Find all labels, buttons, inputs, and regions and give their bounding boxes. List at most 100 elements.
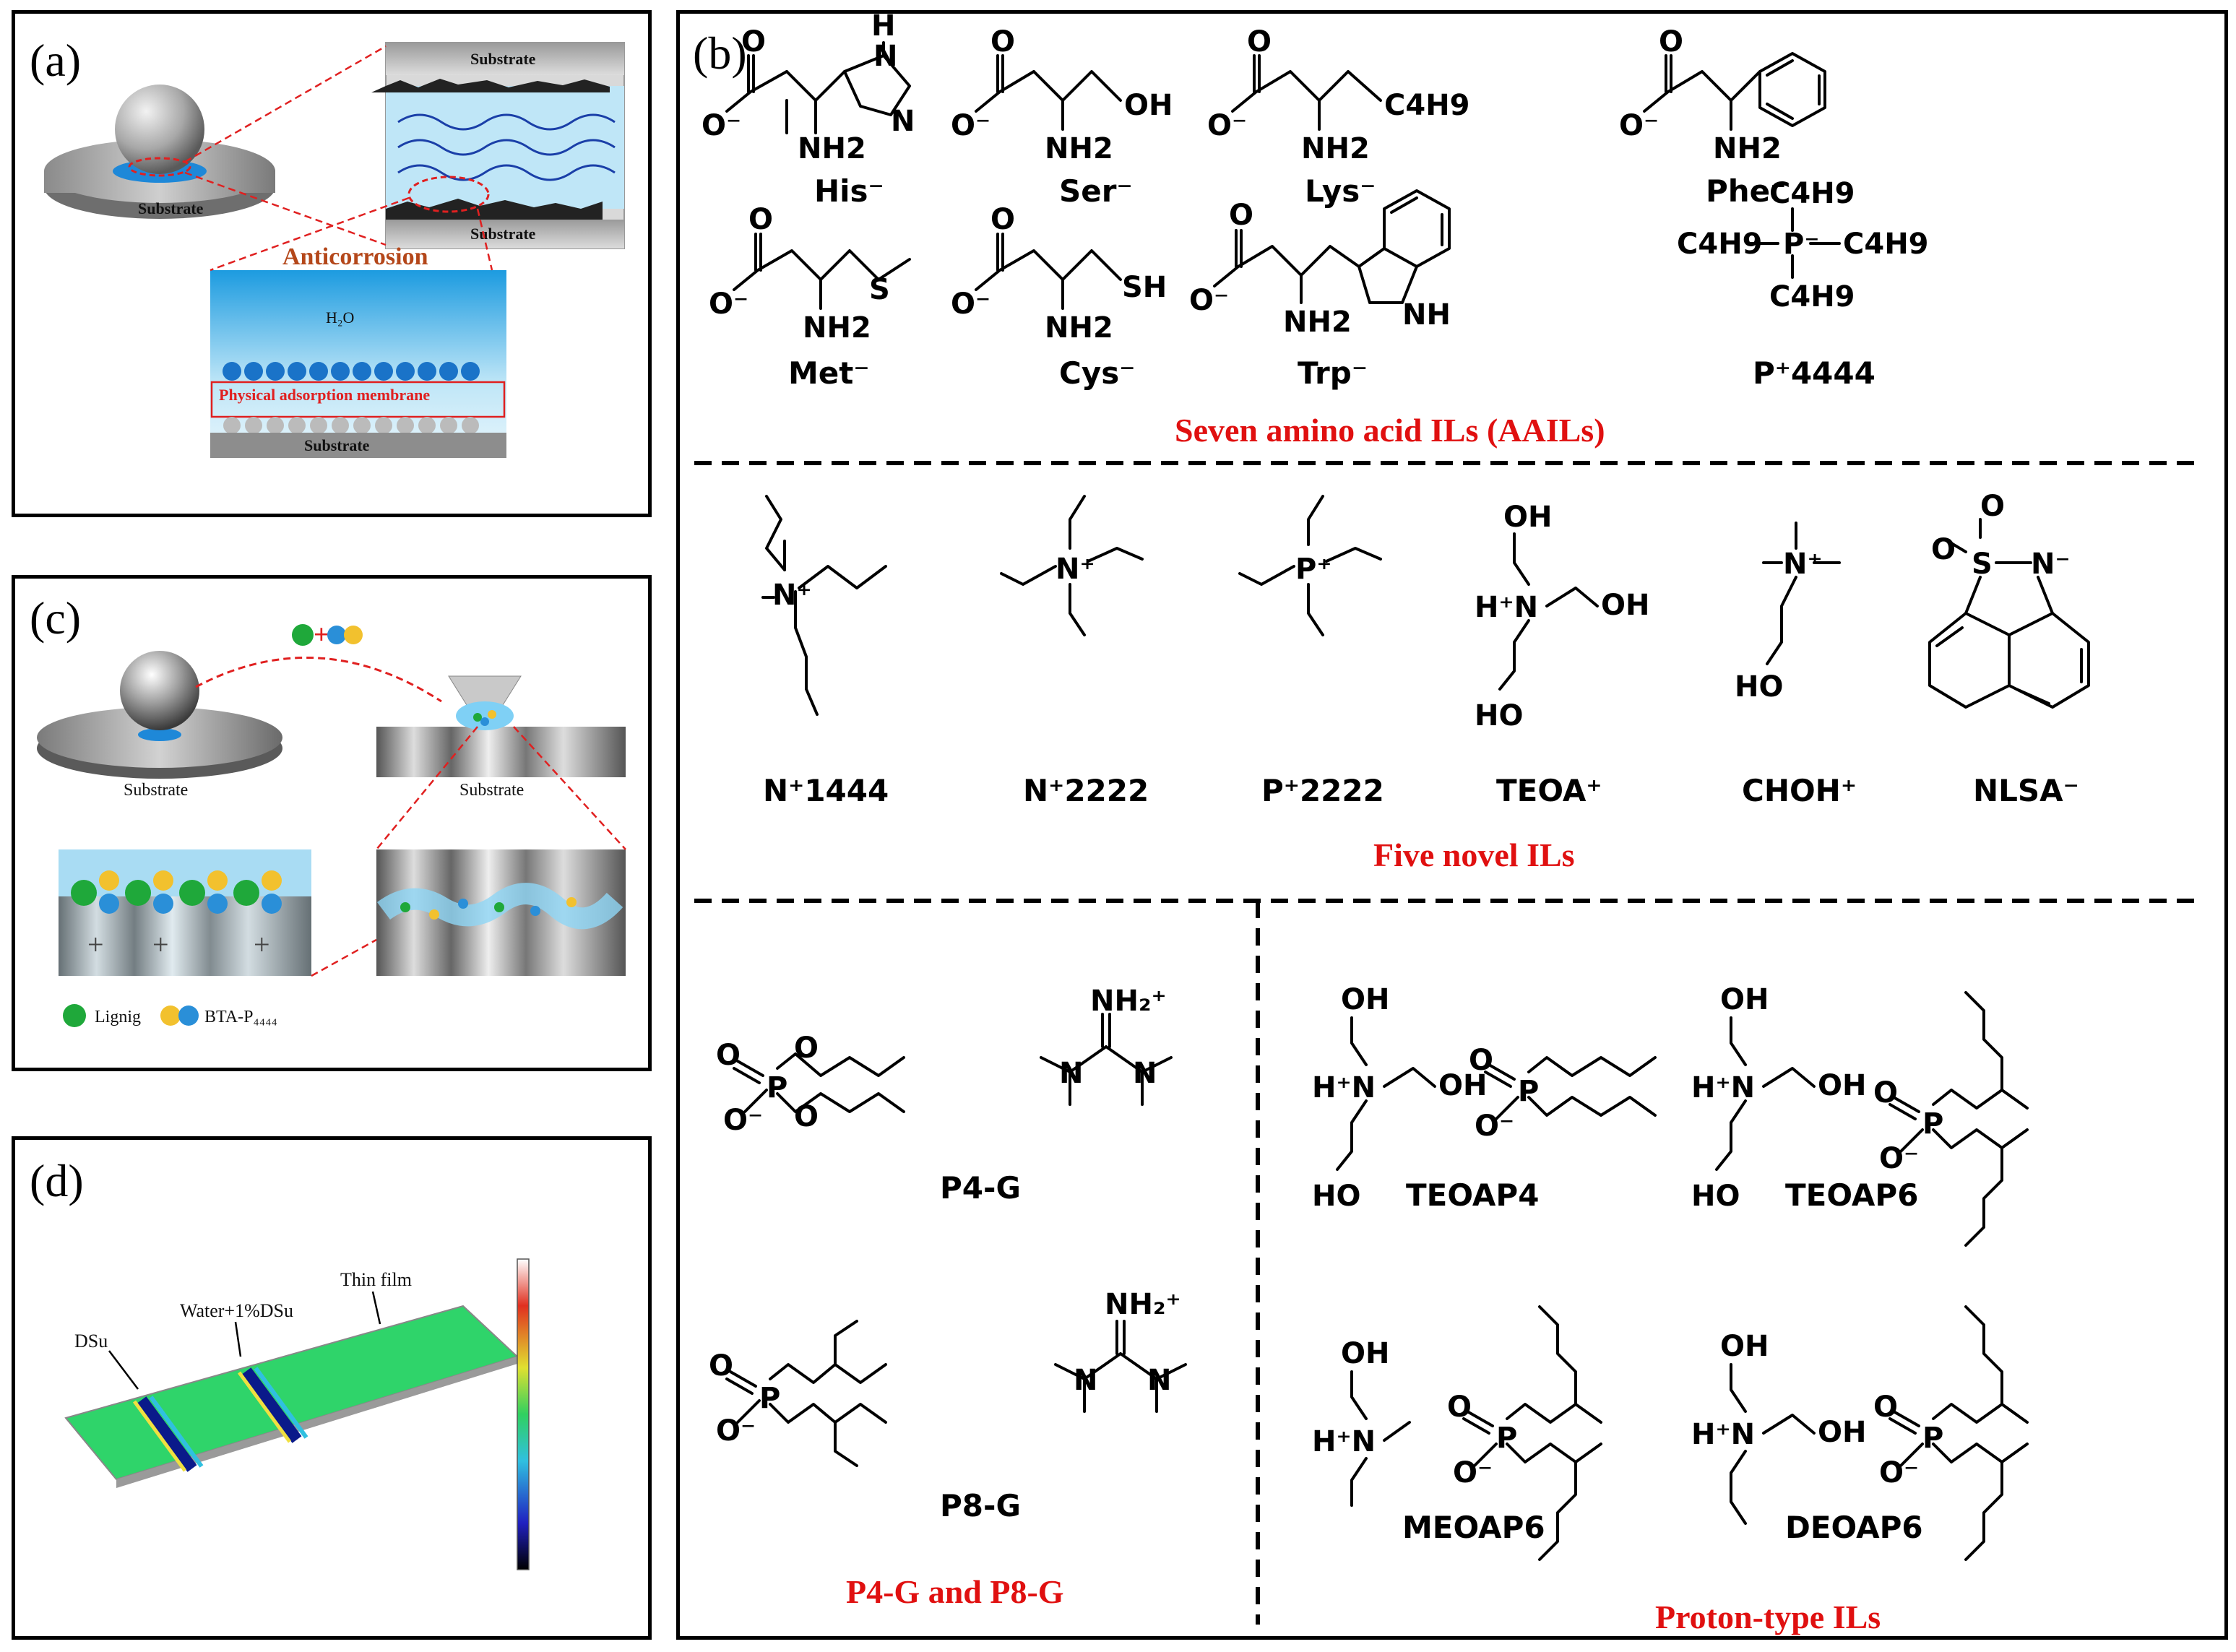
panel-c: (c) Substrate + Substrate [12,575,652,1071]
legend-bta: BTA-P₄₄₄₄ [204,1008,277,1026]
svg-text:P: P [1496,1422,1517,1455]
membrane-label: Physical adsorption membrane [219,386,430,404]
teoap6-structure: OH H⁺N OH HO O P O⁻ TEOAP6 [1691,983,2029,1247]
meoap6-structure: OH H⁺N O P O⁻ MEOAP6 [1312,1305,1602,1561]
svg-text:O⁻: O⁻ [1879,1142,1919,1175]
svg-text:H⁺N: H⁺N [1475,591,1538,624]
panel-a: (a) Substrate [12,10,652,517]
p8g-structure: O P O⁻ NH₂⁺ N N P8-G [709,1288,1187,1523]
svg-text:OH: OH [1720,983,1769,1016]
bottom-substrate-label: Substrate [304,436,370,454]
svg-text:OH: OH [1601,589,1649,622]
teoa-structure: OH H⁺N OH HO TEOA⁺ [1475,501,1649,808]
svg-text:P⁻: P⁻ [1783,228,1819,261]
thin-film-label: Thin film [340,1269,412,1290]
svg-text:NH2: NH2 [1301,132,1370,165]
steel-ball [115,85,204,174]
svg-text:O: O [1229,199,1253,232]
svg-text:OH: OH [1720,1330,1769,1363]
n1444-structure: N⁺ N⁺1444 [761,495,889,808]
svg-text:O: O [990,203,1015,236]
panel-d-illustration: DSu Water+1%DSu Thin film [64,1258,530,1570]
svg-text:O⁻: O⁻ [951,287,990,321]
svg-text:N: N [873,40,897,73]
panel-c-illustration: Substrate + Substrate + + + [37,620,626,1027]
choh-label: CHOH⁺ [1742,773,1857,808]
panel-b-structures: O O⁻ NH2 H N N His⁻ O O⁻ NH2 OH Ser⁻ O O… [694,9,2204,1635]
svg-text:H⁺N: H⁺N [1312,1425,1376,1458]
panel-b: (b) O O⁻ NH2 H N N His⁻ O O⁻ NH2 OH Ser⁻ [676,9,2228,1640]
svg-text:O: O [1659,25,1683,59]
svg-text:NH₂⁺: NH₂⁺ [1105,1288,1181,1321]
svg-text:O⁻: O⁻ [1619,109,1659,142]
svg-text:N: N [1133,1057,1157,1090]
svg-text:+: + [87,928,104,961]
svg-text:N⁺: N⁺ [1783,548,1823,581]
svg-text:OH: OH [1341,1337,1389,1370]
met-structure: O O⁻ NH2 S Met⁻ [709,203,911,391]
legend-lignig: Lignig [95,1008,141,1026]
color-scale-bar [517,1258,530,1570]
trp-structure: O O⁻ NH2 NH Trp⁻ [1189,189,1451,391]
svg-text:O⁻: O⁻ [1453,1456,1493,1489]
p2222-label: P⁺2222 [1261,773,1384,808]
svg-text:N⁻: N⁻ [2031,548,2071,581]
teoap6-label: TEOAP6 [1785,1177,1918,1213]
svg-text:NH2: NH2 [798,132,866,165]
deoap6-label: DEOAP6 [1785,1510,1923,1545]
p8g-label: P8-G [940,1488,1021,1523]
lys-structure: O O⁻ NH2 C4H9 Lys⁻ [1207,25,1470,209]
svg-text:+: + [314,620,329,650]
svg-text:P: P [759,1382,780,1415]
meoap6-label: MEOAP6 [1402,1510,1545,1545]
svg-text:HO: HO [1691,1180,1740,1213]
deoap6-structure: OH H⁺N OH O P O⁻ DEOAP6 [1691,1305,2029,1561]
svg-text:SH: SH [1122,271,1167,304]
svg-text:HO: HO [1735,670,1783,704]
lys-label: Lys⁻ [1305,173,1376,209]
panel-d-label: (d) [30,1155,84,1206]
svg-text:NH2: NH2 [1045,311,1113,345]
substrate-right-label: Substrate [459,781,524,800]
svg-text:O: O [748,203,773,236]
svg-text:O⁻: O⁻ [1879,1456,1919,1489]
svg-text:O: O [1873,1076,1898,1110]
svg-text:O⁻: O⁻ [1189,284,1229,317]
svg-text:+: + [254,928,270,961]
disc-substrate-label: Substrate [138,199,204,217]
svg-text:H⁺N: H⁺N [1312,1071,1376,1104]
svg-text:P: P [1922,1107,1943,1141]
svg-text:NH2: NH2 [1713,132,1782,165]
proton-section-title: Proton-type ILs [1655,1599,1881,1635]
substrate-atoms [223,417,479,434]
ser-label: Ser⁻ [1059,173,1133,209]
svg-text:O: O [1247,25,1272,59]
svg-text:OH: OH [1124,89,1173,122]
svg-text:O⁻: O⁻ [1207,109,1247,142]
svg-text:H⁺N: H⁺N [1691,1071,1755,1104]
nlsa-structure: O O S N⁻ NLSA⁻ [1928,490,2090,808]
water-label: H₂O [326,308,354,326]
anticorrosion-label: Anticorrosion [282,243,428,270]
thin-film-surface [64,1305,519,1481]
svg-text:OH: OH [1818,1069,1866,1102]
panel-a-label: (a) [30,35,82,86]
svg-text:O: O [1447,1391,1472,1424]
svg-text:NH2: NH2 [1283,306,1352,339]
met-label: Met⁻ [788,355,870,391]
svg-text:O: O [794,1032,819,1065]
svg-text:NH: NH [1402,298,1451,332]
teoap4-structure: OH H⁺N OH HO O P O⁻ TEOAP4 [1312,983,1657,1213]
svg-text:C4H9: C4H9 [1843,228,1929,261]
svg-text:P: P [1922,1422,1943,1455]
svg-text:N: N [1059,1057,1083,1090]
svg-text:O: O [1469,1044,1493,1077]
p4g-label: P4-G [940,1170,1021,1206]
panel-b-label: (b) [693,27,747,79]
trp-label: Trp⁻ [1298,355,1368,391]
svg-text:N⁺: N⁺ [772,579,812,612]
svg-text:NH₂⁺: NH₂⁺ [1090,985,1167,1018]
novel-section-title: Five novel ILs [1373,836,1575,873]
p4444-structure: C4H9 P⁻ C4H9 C4H9 C4H9 P⁺4444 [1677,177,1929,391]
phe-label: Phe⁻ [1706,173,1786,209]
